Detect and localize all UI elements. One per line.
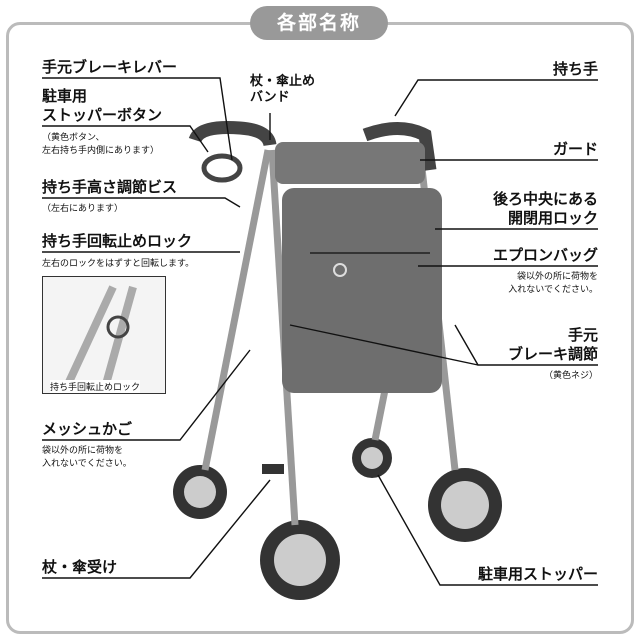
guard-pad bbox=[275, 142, 425, 184]
right-handle bbox=[362, 122, 437, 171]
label-rear-lock-1: 後ろ中央にある bbox=[492, 190, 598, 208]
inset-label: 持ち手回転止めロック bbox=[50, 380, 141, 393]
rear-right-wheel bbox=[352, 438, 392, 478]
apron-bag bbox=[282, 188, 442, 393]
label-parking-stopper: 駐車用ストッパー bbox=[477, 565, 598, 583]
page-title: 各部名称 bbox=[250, 6, 388, 40]
label-mesh-basket: メッシュかご bbox=[42, 420, 133, 438]
label-height-screw: 持ち手高さ調節ビス bbox=[42, 178, 178, 196]
note-rotation-lock: 左右のロックをはずすと回転します。 bbox=[42, 259, 195, 269]
leader-lines bbox=[42, 77, 598, 586]
label-parking-button-1: 駐車用 bbox=[42, 87, 88, 105]
note-brake-adjust: （黄色ネジ） bbox=[543, 371, 598, 381]
front-left-wheel bbox=[260, 520, 340, 600]
label-rear-lock-2: 開閉用ロック bbox=[507, 209, 598, 227]
note-parking-button-2: 左右持ち手内側にあります） bbox=[42, 146, 160, 156]
rotation-lock-inset bbox=[42, 276, 166, 394]
label-rotation-lock: 持ち手回転止めロック bbox=[42, 232, 193, 250]
left-handle bbox=[188, 121, 277, 147]
front-right-wheel bbox=[428, 468, 502, 542]
label-brake-adjust-1: 手元 bbox=[567, 326, 598, 344]
label-brake-lever: 手元ブレーキレバー bbox=[42, 58, 178, 76]
note-mesh-2: 入れないでください。 bbox=[42, 459, 132, 469]
label-cane-band-1: 杖・傘止め bbox=[250, 74, 316, 89]
label-parking-button-2: ストッパーボタン bbox=[42, 106, 163, 124]
note-apron-2: 入れないでください。 bbox=[508, 285, 598, 295]
label-handle: 持ち手 bbox=[552, 60, 598, 78]
label-apron-bag: エプロンバッグ bbox=[492, 246, 598, 264]
note-mesh-1: 袋以外の所に荷物を bbox=[42, 446, 124, 456]
note-apron-1: 袋以外の所に荷物を bbox=[516, 272, 598, 282]
label-cane-band-2: バンド bbox=[250, 90, 290, 105]
note-height-screw: （左右にあります） bbox=[42, 204, 124, 214]
brake-lever bbox=[201, 153, 243, 183]
cane-holder bbox=[262, 464, 284, 474]
rear-left-wheel bbox=[173, 465, 227, 519]
label-cane-holder: 杖・傘受け bbox=[42, 558, 118, 576]
label-brake-adjust-2: ブレーキ調節 bbox=[507, 345, 598, 363]
label-guard: ガード bbox=[552, 140, 598, 158]
note-parking-button-1: （黄色ボタン、 bbox=[42, 133, 105, 143]
